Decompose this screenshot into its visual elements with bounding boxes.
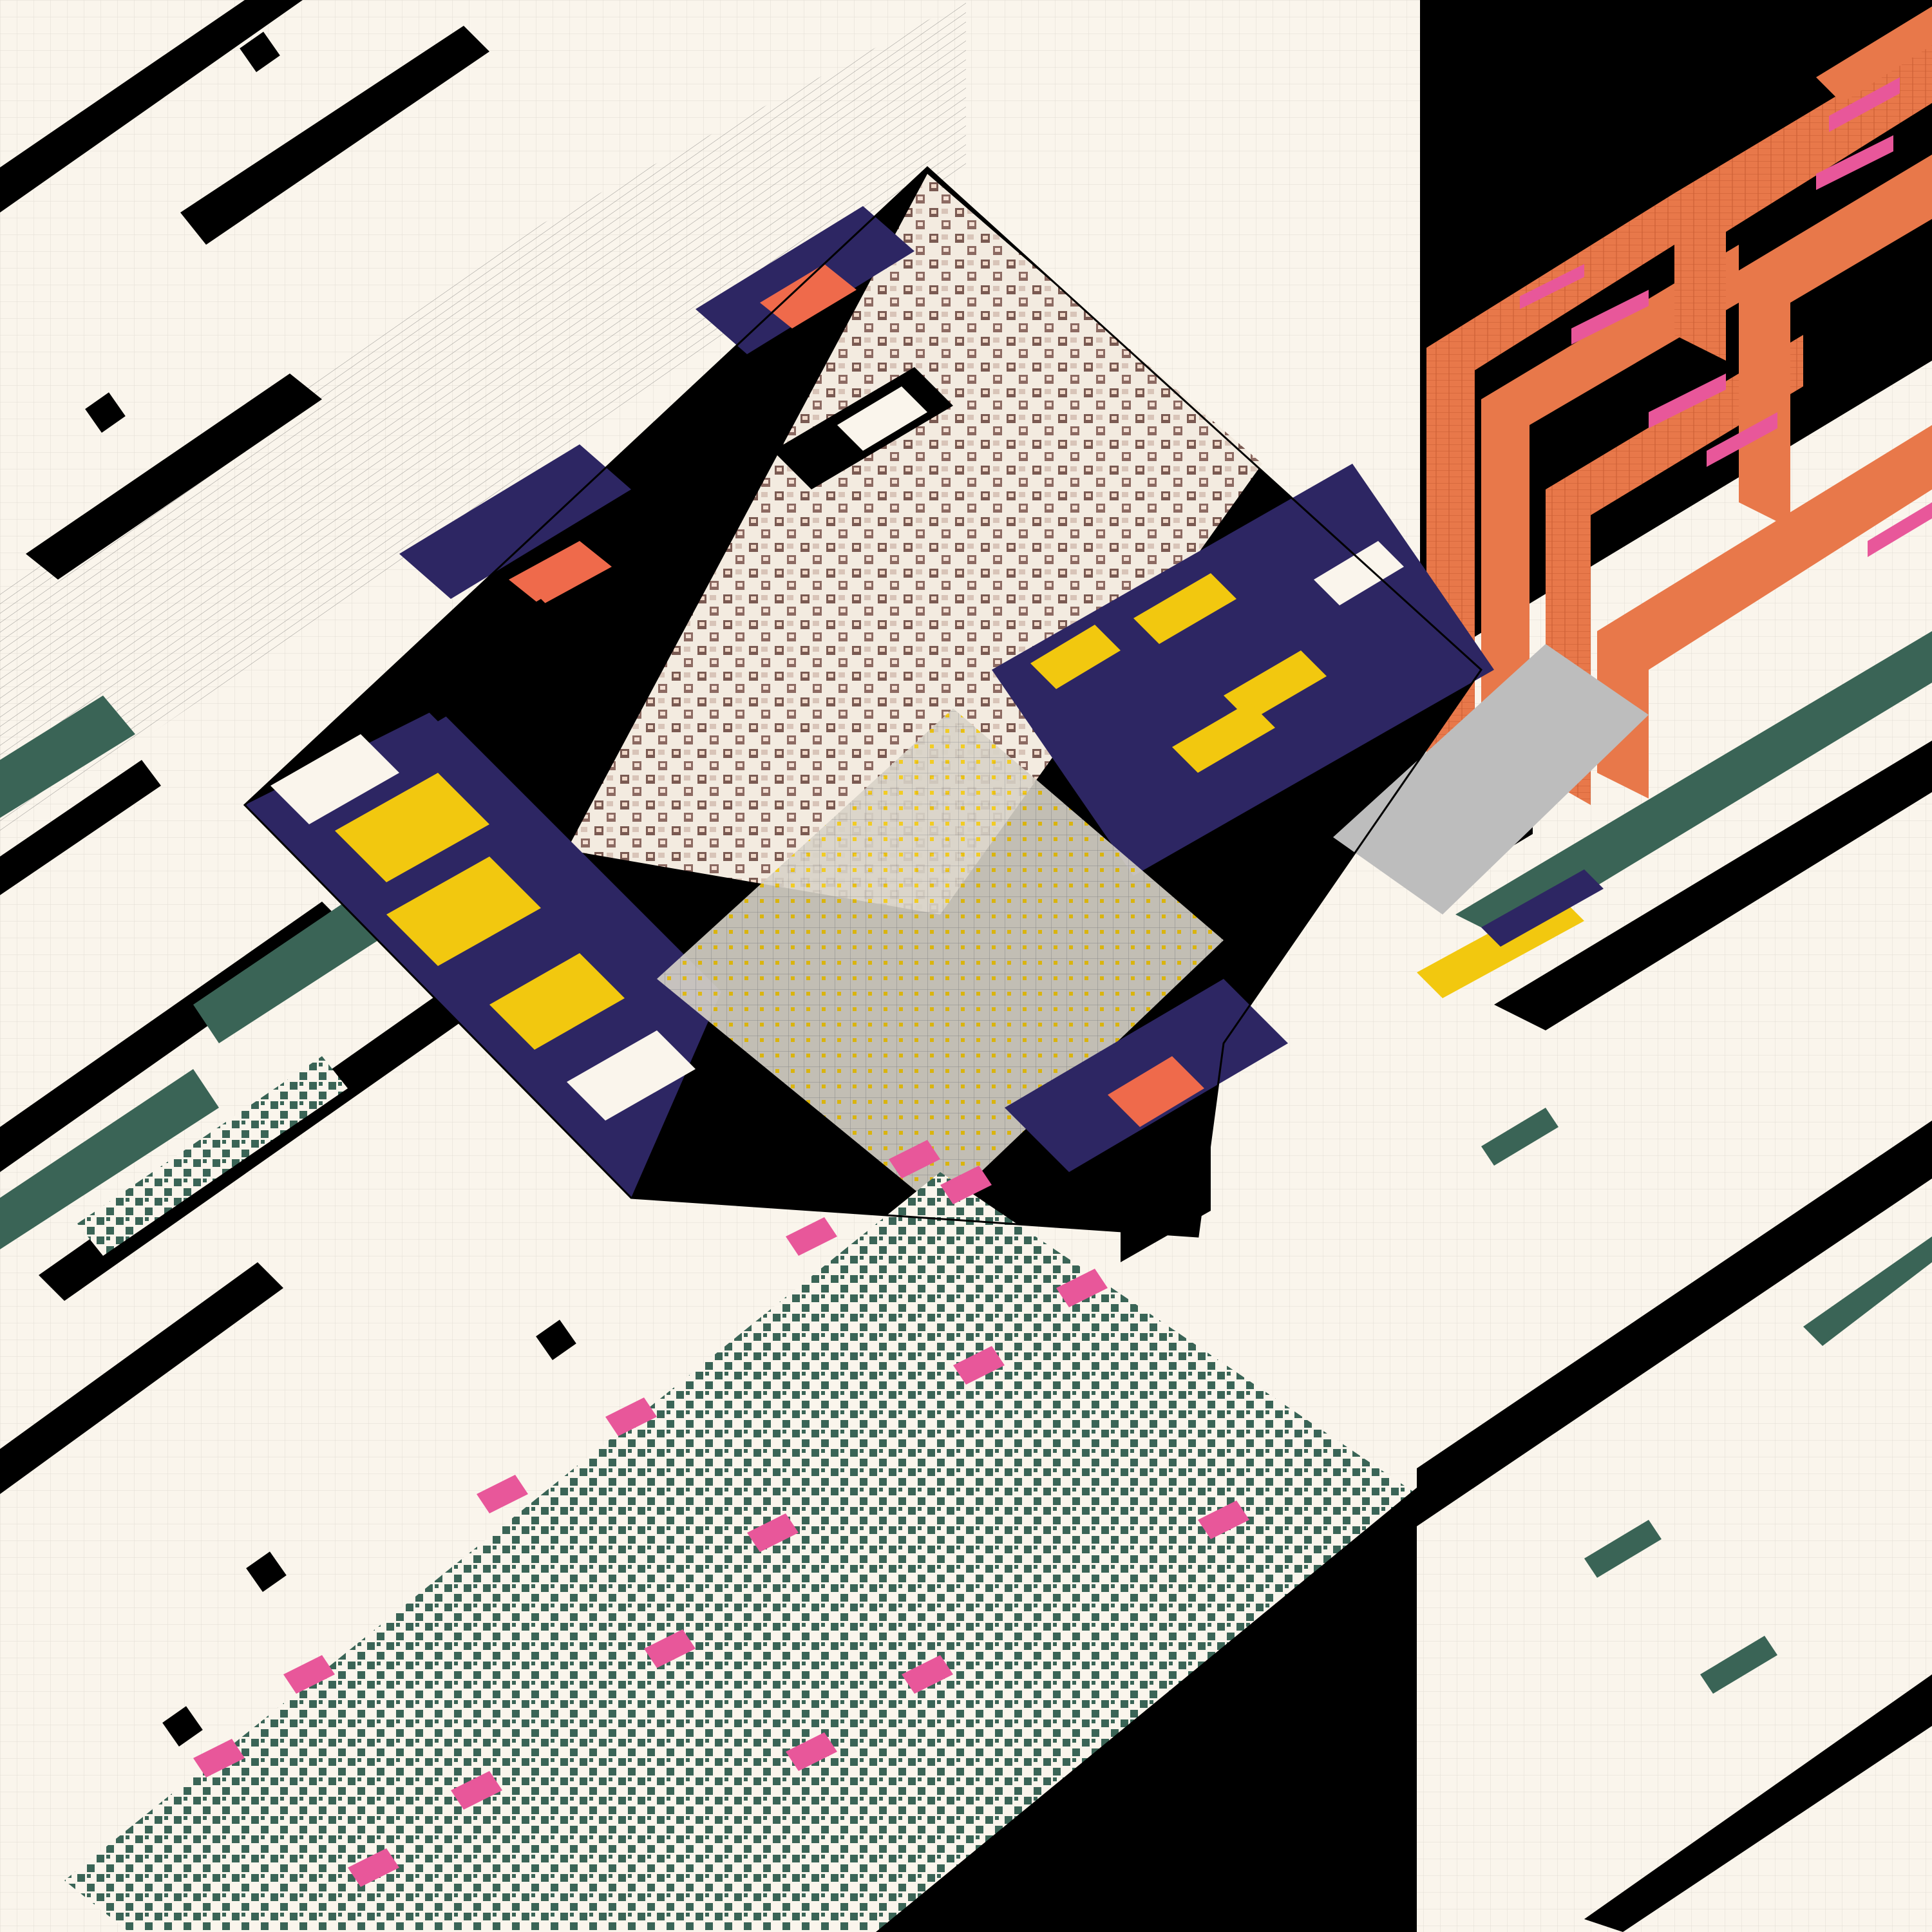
yellow-marker bbox=[1417, 869, 1604, 998]
navy-yellow-blocks-left bbox=[245, 708, 721, 1198]
orange-structure bbox=[1426, 6, 1932, 873]
hatched-slope bbox=[0, 0, 966, 837]
green-checker-band-right bbox=[1455, 631, 1932, 1030]
pink-benches bbox=[193, 1140, 1249, 1887]
grey-beam-right bbox=[1333, 644, 1649, 914]
green-terrace bbox=[64, 1172, 1417, 1932]
navy-clusters-top bbox=[399, 206, 953, 721]
grey-mesh-center bbox=[657, 708, 1224, 1211]
platform-outline bbox=[243, 166, 1482, 1238]
right-bottom-panels bbox=[1417, 1108, 1932, 1932]
crowd-zone bbox=[567, 174, 1262, 914]
black-slab-bottom bbox=[876, 1488, 1417, 1932]
